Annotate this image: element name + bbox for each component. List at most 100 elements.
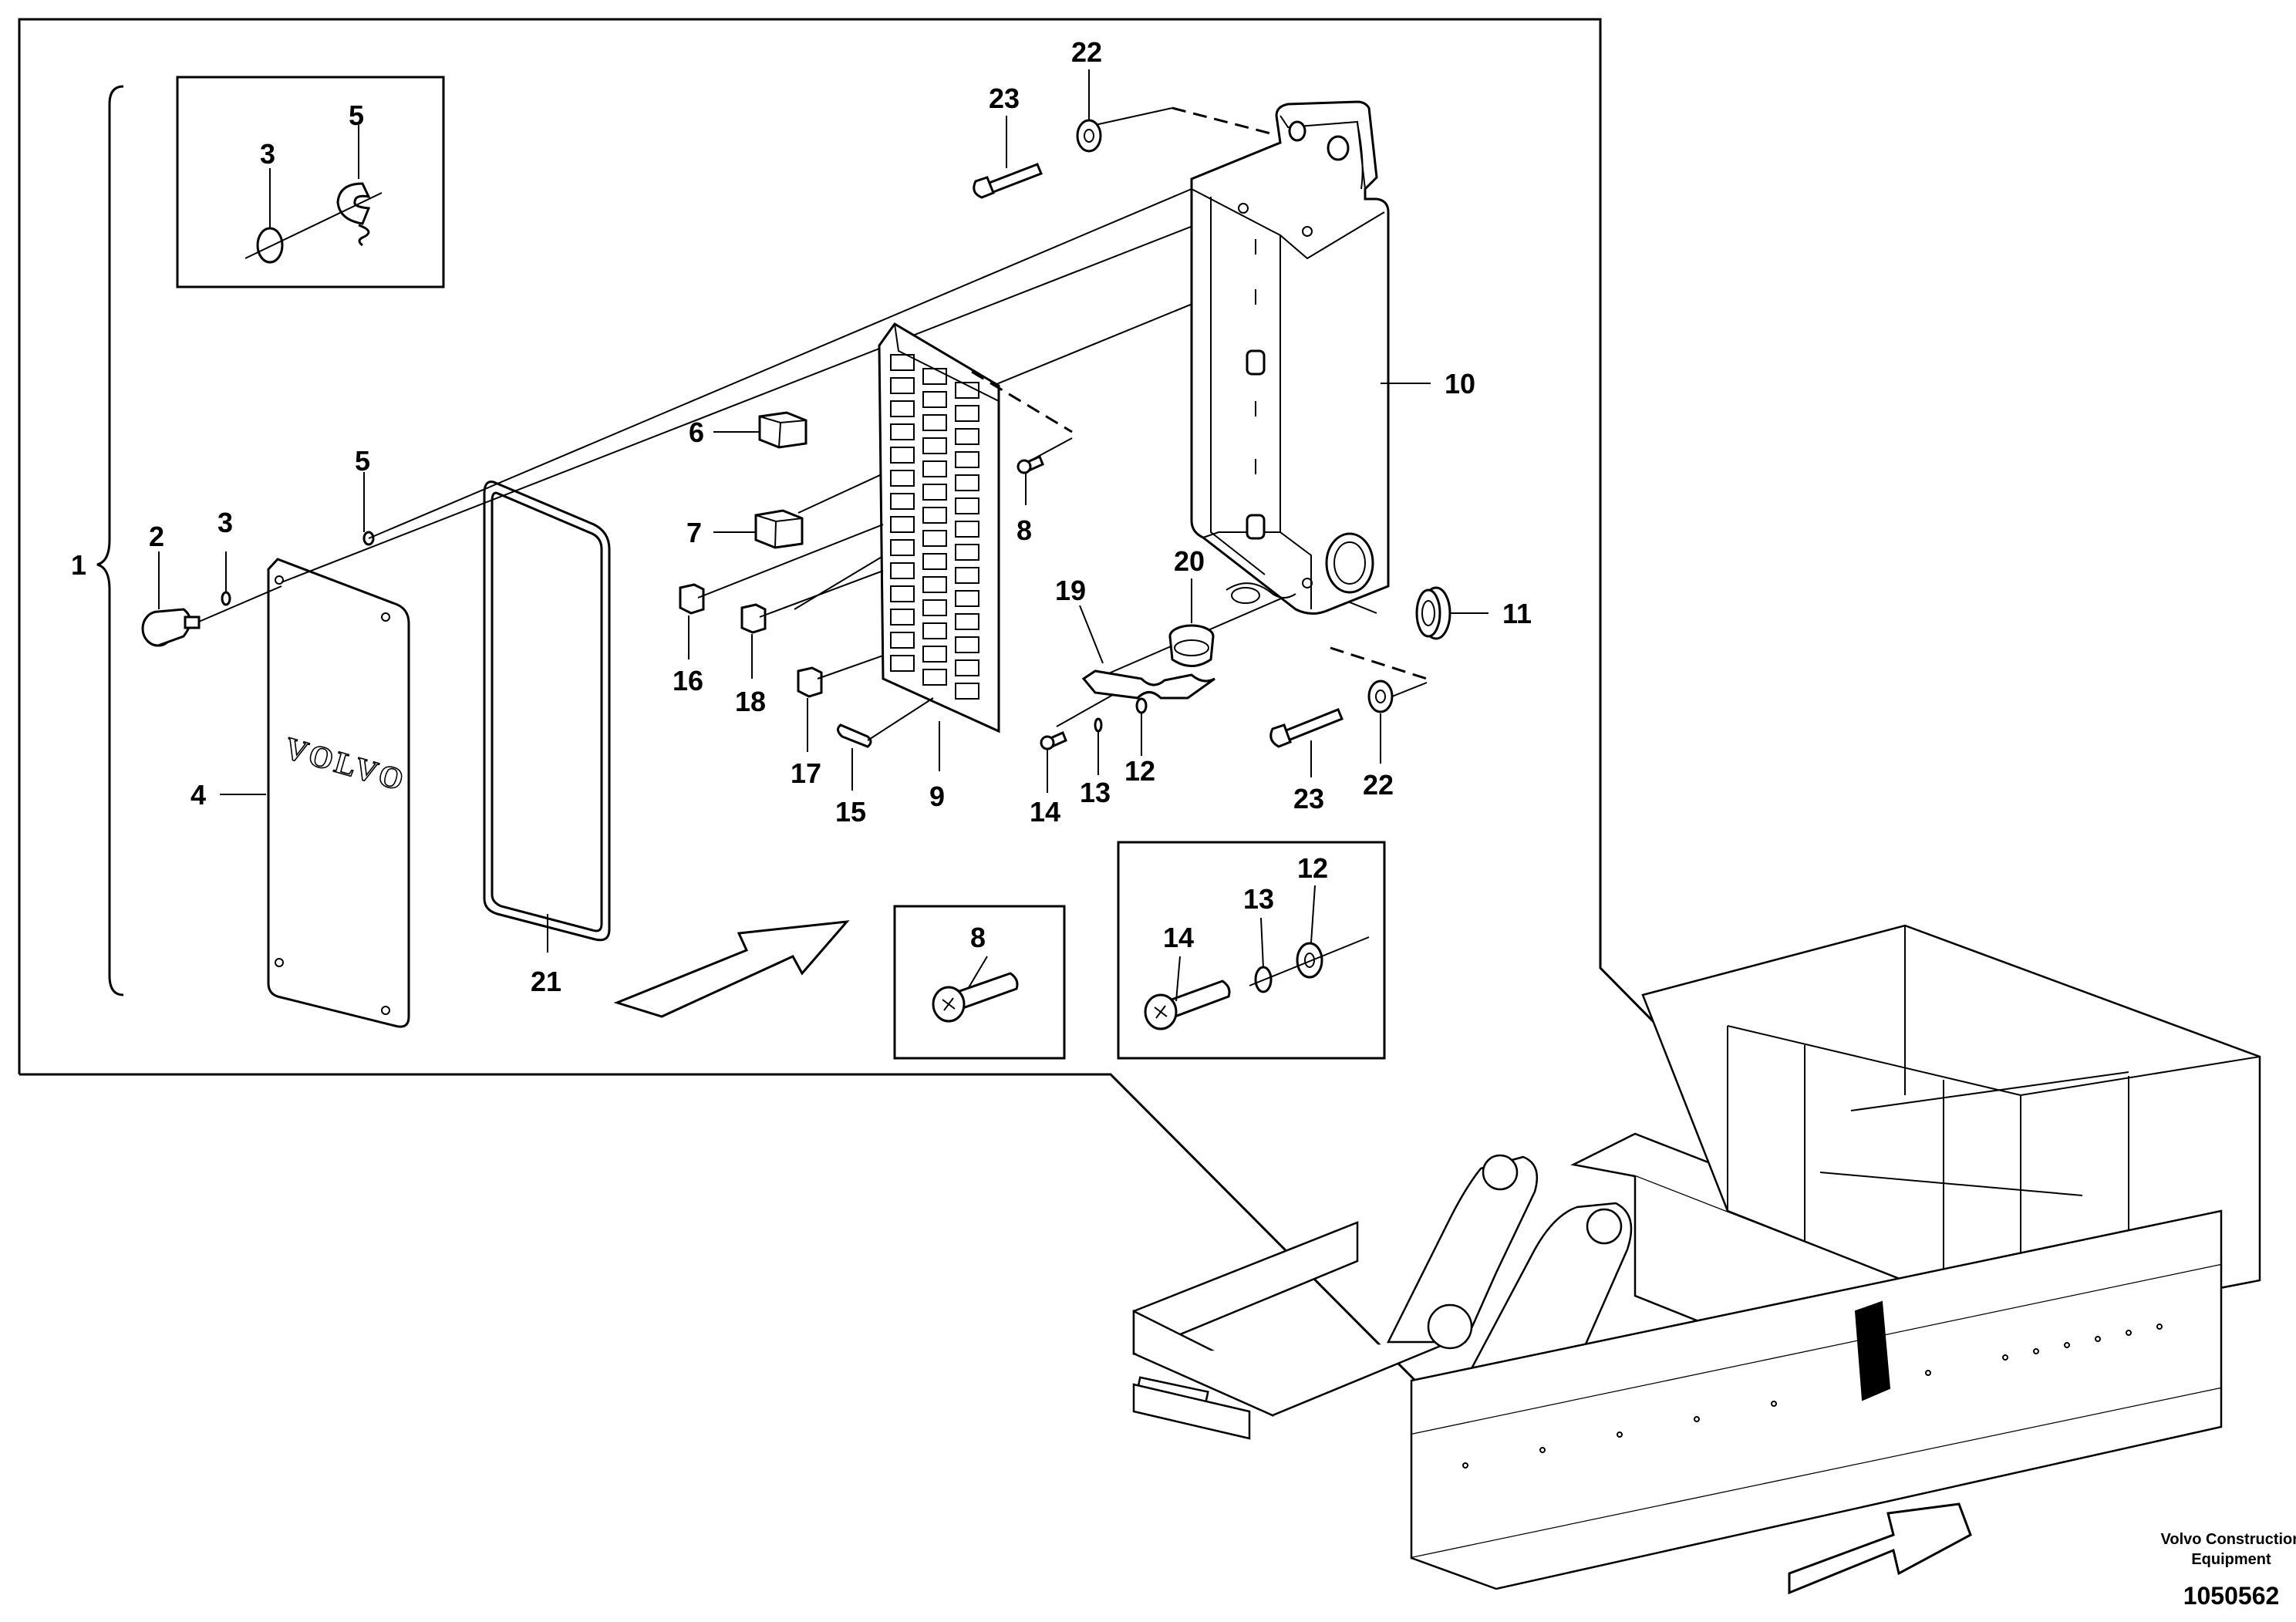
relay-board-cell	[955, 613, 979, 630]
callout-6: 6	[689, 416, 704, 448]
bolt-23-bottom	[1269, 708, 1344, 748]
callout-23-bottom: 23	[1293, 783, 1324, 814]
machine-frame-overview	[1132, 924, 2261, 1595]
relay-board-cell	[890, 655, 915, 672]
callout-13: 13	[1080, 777, 1111, 808]
relay-board-cell	[890, 585, 915, 602]
relay-board-cell	[955, 428, 979, 445]
relay-board-cell	[955, 521, 979, 538]
callout-3-inset: 3	[260, 138, 275, 170]
relay-board-cell	[955, 474, 979, 491]
relay-board-cell	[890, 609, 915, 626]
frame-hole	[2002, 1354, 2008, 1361]
callout-labels: 3 5 1 2 3 5 4 21 6 7 8 16 18 17 15 9 10 …	[71, 36, 1532, 997]
cover-knob	[141, 585, 282, 647]
relay-board-cell	[890, 516, 915, 533]
relay-board-cell	[955, 497, 979, 514]
relay-board-cell	[955, 636, 979, 653]
relay-board-cell	[922, 484, 947, 501]
washer-13	[1094, 717, 1103, 733]
frame-hole	[2064, 1342, 2070, 1348]
callout-1: 1	[71, 549, 86, 581]
front-direction-arrow	[1788, 1502, 1972, 1595]
direction-arrow	[613, 920, 850, 1018]
washer-22-bottom	[1367, 679, 1394, 713]
relay-board-cell	[922, 553, 947, 570]
frame-hole	[1539, 1447, 1546, 1453]
relay-7	[754, 509, 804, 549]
washer-22-top	[1076, 119, 1102, 153]
relay-board-cell	[890, 377, 915, 394]
callout-11: 11	[1502, 598, 1532, 629]
callout-9: 9	[929, 781, 945, 812]
callout-13-inset: 13	[1243, 883, 1274, 915]
callout-22-top: 22	[1071, 36, 1102, 68]
frame-hole	[2126, 1330, 2132, 1336]
frame-holes	[1462, 1324, 2163, 1469]
frame-hole	[2156, 1324, 2163, 1330]
callout-12-inset: 12	[1297, 852, 1328, 884]
frame-hole	[1771, 1401, 1777, 1407]
callout-8: 8	[1017, 514, 1032, 546]
callout-21: 21	[531, 966, 561, 997]
relay-board-cell	[890, 562, 915, 579]
assembly-brace	[96, 85, 124, 996]
frame-hole	[1694, 1416, 1700, 1422]
bolt-23-top	[973, 163, 1043, 199]
relay-board-cell	[955, 405, 979, 422]
bracket-19	[1081, 669, 1215, 700]
drawing-number: 1050562	[2183, 1582, 2280, 1610]
callout-22-bottom: 22	[1363, 769, 1394, 801]
relay-board-cell	[922, 599, 947, 616]
callout-7: 7	[686, 517, 702, 548]
callout-19: 19	[1055, 575, 1086, 606]
company-name-line1: Volvo Construction	[2161, 1531, 2296, 1548]
relay-board-cell	[922, 368, 947, 385]
relay-board-cell	[922, 414, 947, 431]
relay-board-cells	[890, 354, 979, 700]
relay-board-cell	[922, 391, 947, 408]
relay-board-cell	[922, 622, 947, 639]
footer: Volvo Construction Equipment 1050562	[2161, 1531, 2296, 1610]
relay-board-cell	[955, 567, 979, 584]
callout-14: 14	[1030, 796, 1060, 828]
relay-board-cell	[955, 659, 979, 676]
relay-board-cell	[890, 447, 915, 464]
callout-14-inset: 14	[1163, 922, 1194, 953]
frame-hole	[1925, 1370, 1931, 1376]
relay-board-cell	[922, 460, 947, 477]
relay-board-cell	[955, 590, 979, 607]
grommet-20	[1168, 624, 1215, 667]
relay-board-cell	[890, 400, 915, 417]
front-cover: VOLVO	[267, 558, 411, 1028]
callout-5-inset: 5	[349, 99, 364, 131]
inset-screw-washers	[1117, 841, 1386, 1060]
callout-8-inset: 8	[970, 922, 986, 953]
relay-board-cell	[922, 437, 947, 454]
relay-board-cell	[955, 544, 979, 561]
relay-board-cell	[922, 530, 947, 547]
washer-3	[221, 591, 231, 606]
relay-board-cell	[890, 539, 915, 556]
relay-board-cell	[922, 646, 947, 663]
grommet-11	[1415, 586, 1451, 640]
relay-board-cell	[922, 576, 947, 593]
frame-hole	[1617, 1431, 1623, 1438]
fuse-17	[797, 666, 823, 698]
relay-board-cell	[955, 382, 979, 399]
callout-23-top: 23	[989, 83, 1020, 114]
relay-6	[758, 411, 807, 449]
frame-hole	[2033, 1348, 2039, 1354]
relay-board-cell	[890, 632, 915, 649]
callout-3: 3	[217, 507, 233, 538]
washer-12	[1135, 697, 1148, 714]
relay-board-cell	[922, 669, 947, 686]
callout-15: 15	[835, 796, 866, 828]
callout-18: 18	[735, 686, 766, 717]
callout-5: 5	[355, 445, 370, 477]
fuse-16	[679, 583, 705, 615]
callout-2: 2	[149, 521, 164, 552]
leader-lines	[158, 69, 1489, 1002]
relay-board-cell	[890, 423, 915, 440]
